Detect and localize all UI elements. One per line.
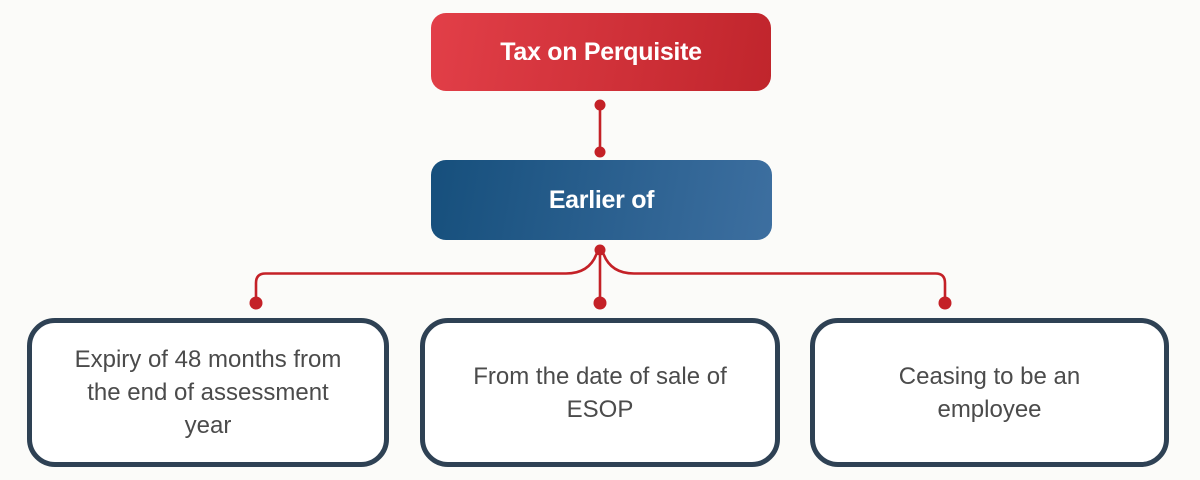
node-tax-on-perquisite: Tax on Perquisite xyxy=(431,13,771,91)
node-earlier-of: Earlier of xyxy=(431,160,772,240)
node-date-of-sale: From the date of sale of ESOP xyxy=(420,318,780,467)
connector-dot xyxy=(594,244,606,256)
connector-dot xyxy=(593,296,607,310)
connector-dot xyxy=(594,99,606,111)
connector-dot xyxy=(249,296,263,310)
node-earlier-of-label: Earlier of xyxy=(548,185,655,214)
node-date-of-sale-label: From the date of sale of ESOP xyxy=(473,362,727,423)
branch-left-connector xyxy=(254,252,598,305)
node-expiry-48-months-label: Expiry of 48 months from the end of asse… xyxy=(74,346,342,439)
connector-dot xyxy=(594,146,606,158)
node-ceasing-employee-label: Ceasing to be an employee xyxy=(898,362,1081,423)
connector-dot xyxy=(938,296,952,310)
node-tax-on-perquisite-label: Tax on Perquisite xyxy=(500,37,702,66)
node-expiry-48-months: Expiry of 48 months from the end of asse… xyxy=(27,318,389,467)
branch-right-connector xyxy=(602,252,947,305)
node-ceasing-employee: Ceasing to be an employee xyxy=(810,318,1169,467)
